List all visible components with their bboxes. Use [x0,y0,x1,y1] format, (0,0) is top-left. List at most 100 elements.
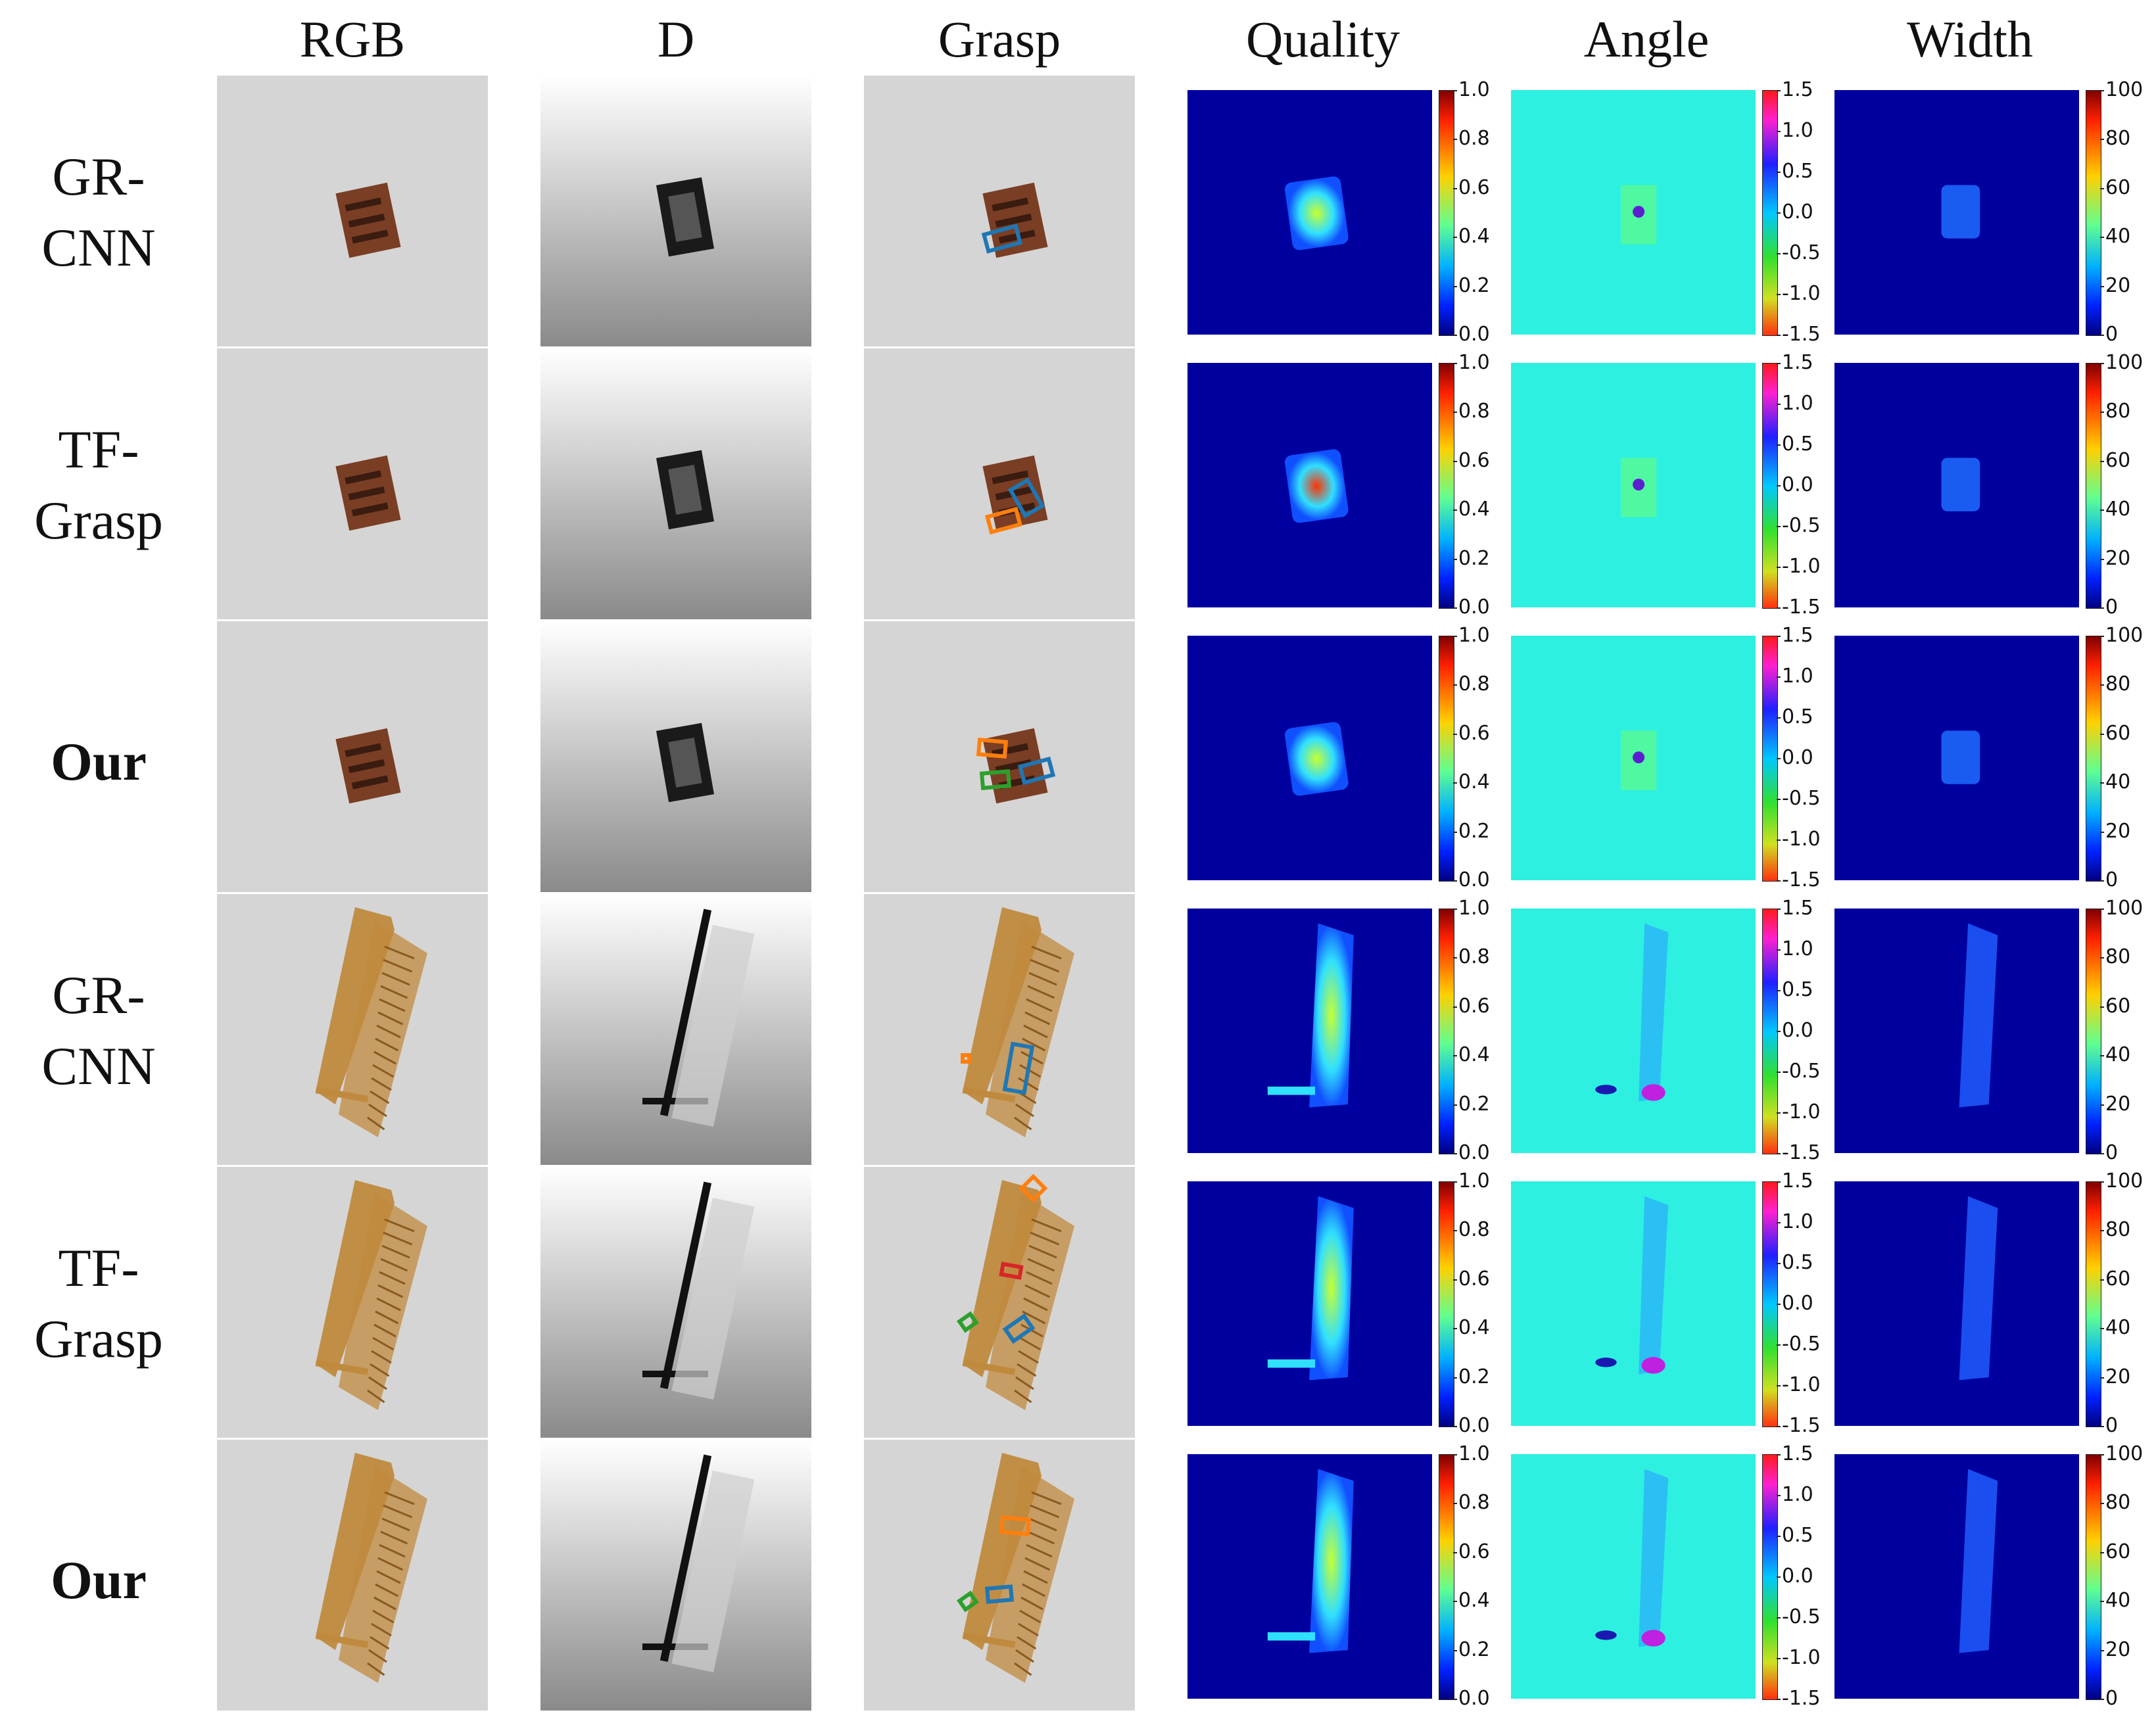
grasp-image [864,1440,1135,1711]
grasp-rectangle [984,1584,1015,1604]
angle-map [1511,636,1756,880]
width-colorbar-tick: 20 [2099,1092,2131,1116]
angle-colorbar-tick: 0.5 [1777,978,1813,1001]
quality-colorbar-gradient [1439,90,1454,336]
quality-colorbar-tick: 0.2 [1453,1638,1490,1661]
width-colorbar-tick: 20 [2099,819,2131,843]
grasp-rectangle [984,506,1023,535]
grasp-rectangle [1007,477,1045,519]
width-colorbar-tick: 0 [2099,323,2119,346]
width-colorbar-tick: 20 [2099,546,2131,570]
column-header-depth: D [657,11,695,68]
quality-colorbar-tick: 1.0 [1453,624,1490,647]
row-label-line: Our [51,732,147,792]
grasp-rectangle [1002,1313,1036,1344]
rgb-image [217,621,488,892]
angle-colorbar-tick: -1.5 [1777,1141,1821,1164]
width-map [1834,636,2079,880]
width-map-canvas [1834,636,2079,880]
grasp-rectangle [979,769,1012,790]
row-label-line: TF- [58,1238,139,1298]
quality-map-canvas [1187,1181,1432,1426]
width-colorbar-tick: 20 [2099,273,2131,297]
quality-colorbar-tick: 0.0 [1453,1414,1490,1437]
quality-colorbar-tick: 0.0 [1453,323,1490,346]
angle-map-canvas [1511,636,1756,880]
row-label: Our [0,726,197,797]
width-colorbar-tick: 100 [2099,351,2144,374]
width-colorbar-tick: 0 [2099,1687,2119,1710]
quality-colorbar-tick: 1.0 [1453,1442,1490,1465]
quality-map [1187,1181,1432,1426]
quality-colorbar-gradient [1439,1181,1454,1427]
quality-colorbar-tick: 0.6 [1453,176,1490,199]
quality-colorbar-tick: 0.6 [1453,994,1490,1018]
quality-colorbar-tick: 0.4 [1453,225,1490,248]
angle-colorbar-tick: 1.5 [1777,78,1813,101]
grasp-rectangle [981,224,1023,254]
width-colorbar-tick: 60 [2099,1267,2131,1290]
angle-colorbar-tick: 0.5 [1777,1524,1813,1547]
quality-colorbar-tick: 0.4 [1453,1043,1490,1067]
column-header-angle: Angle [1583,11,1710,68]
width-colorbar-gradient [2086,636,2101,882]
angle-colorbar-tick: -0.5 [1777,787,1821,810]
quality-colorbar-tick: 0.4 [1453,1589,1490,1613]
angle-colorbar-gradient [1762,90,1778,336]
depth-image-canvas [540,621,811,892]
grasp-image-canvas [864,621,1135,892]
angle-colorbar-gradient [1762,363,1778,609]
angle-colorbar-tick: 0.0 [1777,746,1813,769]
width-colorbar-tick: 80 [2099,1218,2131,1242]
angle-colorbar-tick: -1.0 [1777,828,1821,851]
angle-colorbar-tick: 0.0 [1777,1019,1813,1042]
column-header-quality: Quality [1246,11,1400,68]
width-colorbar-tick: 80 [2099,673,2131,696]
quality-colorbar-gradient [1439,909,1454,1154]
grasp-rectangle [1017,756,1056,786]
row-label-line: GR- [52,147,145,206]
quality-colorbar-tick: 0.8 [1453,1218,1490,1242]
width-colorbar-tick: 100 [2099,78,2144,101]
width-colorbar-tick: 80 [2099,1491,2131,1515]
row-label: GR- CNN [0,141,197,283]
width-colorbar-tick: 60 [2099,994,2131,1018]
depth-image [540,1167,811,1438]
angle-colorbar-tick: 1.0 [1777,1210,1813,1233]
rgb-image-canvas [217,348,488,619]
width-colorbar-gradient [2086,363,2101,609]
angle-colorbar-tick: 0.0 [1777,201,1813,224]
angle-colorbar-tick: -1.5 [1777,323,1821,346]
angle-map-canvas [1511,909,1756,1153]
quality-colorbar-tick: 0.4 [1453,1316,1490,1340]
width-colorbar-gradient [2086,90,2101,336]
angle-colorbar-tick: 0.0 [1777,1292,1813,1315]
rgb-image [217,348,488,619]
width-colorbar-gradient [2086,1181,2101,1427]
angle-colorbar-tick: -0.5 [1777,1605,1821,1628]
quality-map [1187,636,1432,880]
width-map [1834,1454,2079,1699]
width-map-canvas [1834,1181,2079,1426]
row-label: TF- Grasp [0,414,197,556]
angle-colorbar-tick: -1.0 [1777,282,1821,305]
quality-map-canvas [1187,90,1432,335]
angle-map [1511,1181,1756,1426]
grasp-image-canvas [864,1440,1135,1711]
width-map-canvas [1834,1454,2079,1699]
quality-colorbar-tick: 0.8 [1453,945,1490,969]
width-colorbar-tick: 60 [2099,1540,2131,1563]
width-colorbar-tick: 60 [2099,448,2131,472]
angle-colorbar-tick: 0.0 [1777,473,1813,496]
grasp-rectangle [999,1515,1032,1536]
quality-colorbar-tick: 1.0 [1453,1170,1490,1193]
quality-colorbar-gradient [1439,636,1454,882]
angle-colorbar-tick: -1.0 [1777,1373,1821,1396]
row-label: TF- Grasp [0,1233,197,1375]
angle-colorbar-tick: -0.5 [1777,1333,1821,1356]
